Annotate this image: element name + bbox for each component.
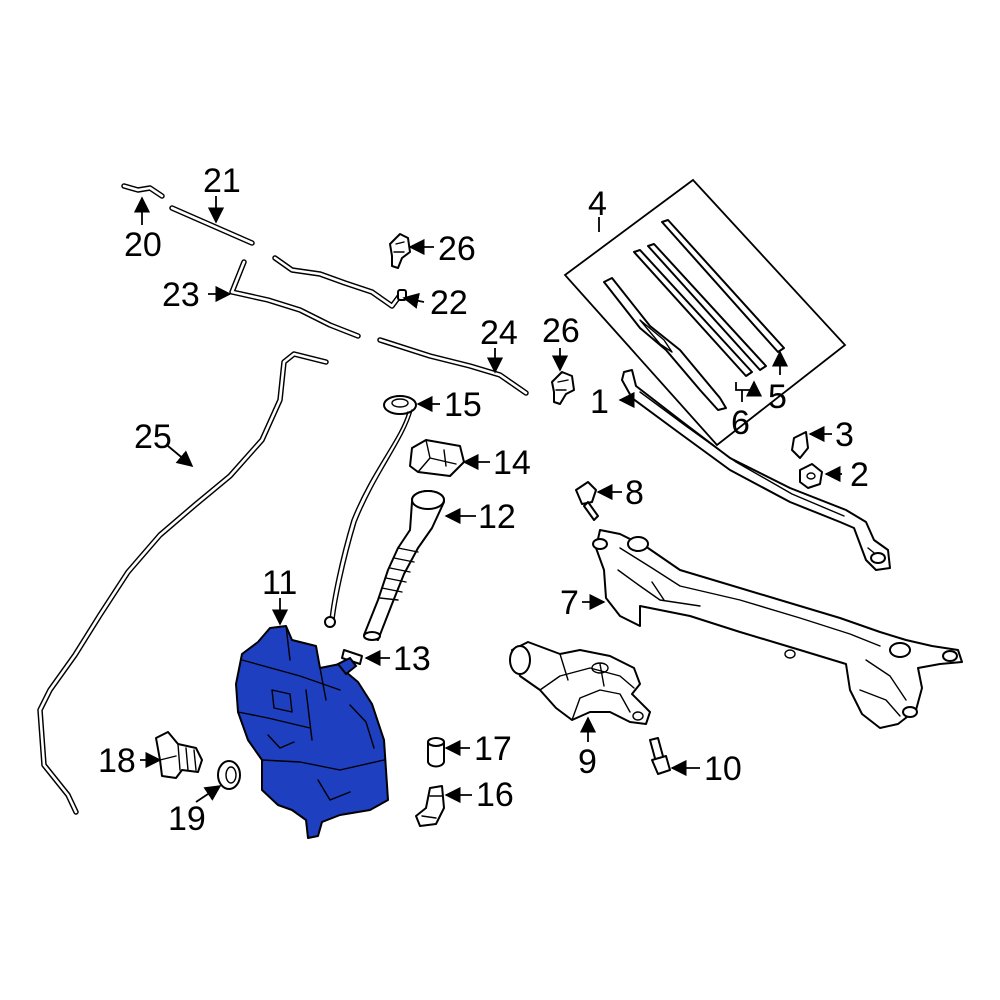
leader-6 [735,382,754,402]
part-14-bracket[interactable] [409,439,465,477]
part-12-filler-neck[interactable] [363,490,445,641]
leader-22 [402,292,425,309]
part-13-seal[interactable] [341,649,363,665]
part-25-long-washer-hose[interactable] [37,351,329,815]
callout-10: 10 [704,750,742,788]
part-20-hose-connector[interactable] [121,183,165,199]
part-4-wiper-blade-kit[interactable] [563,178,847,447]
leader-25 [167,445,194,468]
part-11-washer-reservoir[interactable] [235,625,389,839]
callout-18: 18 [98,742,136,780]
callout-7: 7 [560,584,579,622]
callout-14: 14 [493,444,531,482]
part-9-wiper-motor[interactable] [509,641,651,725]
callout-20: 20 [124,226,162,264]
callout-13: 13 [393,640,431,678]
part-8-bolt[interactable] [575,481,599,521]
part-21-washer-hose[interactable] [169,205,255,246]
part-24-washer-hose[interactable] [377,337,529,396]
callout-3: 3 [835,416,854,454]
callout-21: 21 [203,162,241,200]
part-22-washer-hose[interactable] [272,255,407,309]
callout-23: 23 [162,276,200,314]
callout-26b: 26 [542,312,580,350]
part-16-level-sensor[interactable] [415,785,445,827]
callout-17: 17 [474,730,512,768]
callout-labels: 1 2 3 4 5 6 7 8 9 10 11 12 13 14 15 16 1… [98,162,869,838]
callout-12: 12 [478,498,516,536]
callout-9: 9 [578,743,597,781]
part-26-washer-nozzle-lower[interactable] [551,371,575,405]
callout-8: 8 [625,474,644,512]
callout-11: 11 [262,564,297,602]
part-19-grommet[interactable] [217,760,241,790]
part-3-pivot-cap[interactable] [791,431,809,459]
part-10-bolt[interactable] [649,737,671,775]
part-18-washer-pump[interactable] [155,731,203,779]
callout-5: 5 [768,378,787,416]
callout-26a: 26 [438,230,476,268]
part-17-sensor-cap[interactable] [427,737,445,768]
reservoir-body [235,625,389,839]
callout-4: 4 [588,185,607,223]
callout-24: 24 [480,314,518,352]
callout-15: 15 [444,386,482,424]
leader-19 [195,785,222,803]
callout-16: 16 [476,776,514,814]
part-2-nut[interactable] [799,463,823,489]
part-23-washer-hose[interactable] [229,259,361,339]
callout-25: 25 [134,418,172,456]
part-26-washer-nozzle-upper[interactable] [389,233,411,269]
callout-6: 6 [731,404,750,442]
callout-2: 2 [850,456,869,494]
callout-1: 1 [590,383,609,421]
callout-22: 22 [430,284,468,322]
part-15-filler-cap[interactable] [324,395,417,628]
callout-19: 19 [168,800,206,838]
part-7-wiper-linkage[interactable] [592,529,963,729]
part-1-wiper-arm[interactable] [621,369,891,571]
leader-lines [133,196,842,804]
